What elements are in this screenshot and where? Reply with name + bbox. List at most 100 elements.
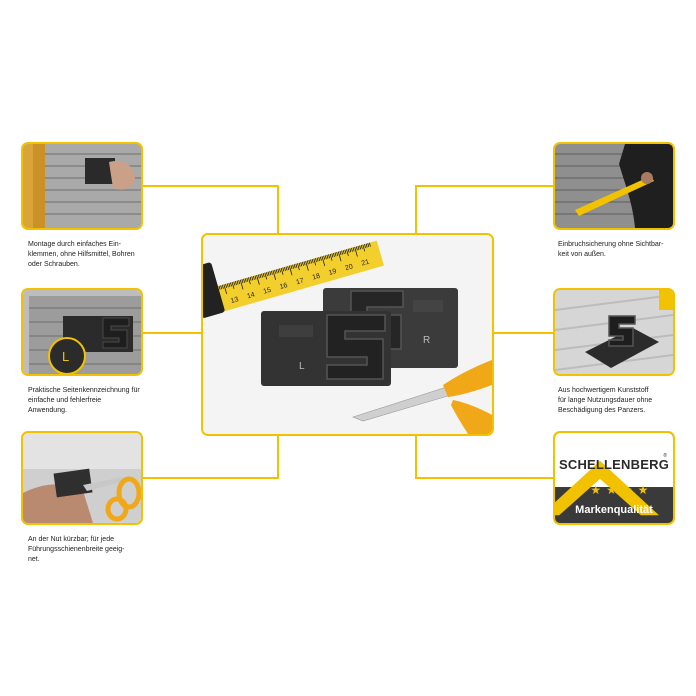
side-marking-photo-icon: L (23, 290, 141, 374)
tape-tick (316, 257, 319, 262)
tape-tick (288, 265, 293, 276)
tape-tick (226, 283, 229, 288)
tape-tick (231, 281, 235, 289)
tape-number: 13 (230, 296, 240, 305)
tape-tick (362, 244, 366, 252)
tape-tick (248, 277, 251, 285)
tape-tick (323, 255, 326, 260)
tape-tick (308, 259, 311, 264)
product-photo-icon: 12131415161718192021 R L (203, 235, 492, 434)
tape-tick (243, 278, 246, 283)
tape-tick (306, 260, 309, 265)
quality-label: Markenqualität (575, 504, 653, 516)
tape-tick (228, 282, 231, 287)
tape-tick (269, 271, 272, 276)
tape-number: 20 (344, 263, 354, 272)
registered-mark: ® (663, 453, 667, 459)
tape-tick (267, 271, 270, 276)
tape-tick (274, 269, 277, 274)
tape-tick (319, 256, 322, 261)
feature-tile-kuerzbar (21, 431, 143, 525)
tape-tick (238, 280, 241, 285)
caption-seitenkennzeichnung: Praktische Seitenkennzeichnung für einfa… (28, 387, 140, 414)
tape-tick (270, 270, 273, 275)
tape-tick (244, 278, 247, 283)
marking-left: L (299, 361, 305, 372)
tape-tick (354, 246, 358, 257)
tape-tick (251, 276, 254, 281)
tape-tick (230, 282, 232, 287)
tape-number: 19 (328, 268, 338, 277)
tape-tick (298, 262, 301, 267)
tape-tick (360, 244, 363, 250)
tape-tick (256, 274, 260, 285)
tape-tick (333, 252, 335, 257)
tape-number: 21 (361, 259, 371, 268)
tape-tick (357, 245, 360, 250)
tape-tick (279, 268, 281, 273)
tape-tick (287, 266, 290, 271)
tape-tick (221, 284, 224, 289)
tape-tick (239, 279, 244, 290)
caption-kuerzbar: An der Nut kürzbar; für jede Führungssch… (28, 536, 125, 563)
hand-mounting-photo-icon (23, 144, 141, 228)
tape-tick (324, 255, 327, 260)
tape-tick (241, 279, 244, 284)
tape-tick (300, 262, 303, 267)
brand-tile: SCHELLENBERG ® ★★★★★ Markenqualität (553, 431, 675, 525)
tape-tick (218, 285, 221, 290)
tape-tick (262, 273, 265, 278)
plastic-part-photo-icon (555, 290, 673, 374)
tape-tick (364, 243, 366, 249)
tape-tick (326, 254, 329, 259)
tape-tick (266, 272, 268, 277)
tape-tick (272, 270, 277, 281)
caption-kunststoff: Aus hochwertigem Kunststoff für lange Nu… (558, 387, 653, 414)
tape-tick (236, 280, 239, 285)
tape-tick (342, 250, 345, 255)
feature-tile-einbruchsicherung (553, 142, 675, 230)
tape-tick (318, 257, 321, 262)
tape-tick (365, 243, 368, 248)
connector-montage (143, 185, 279, 233)
tape-tick (261, 273, 263, 278)
scissors-cutting-photo-icon (23, 433, 141, 523)
tape-tick (280, 267, 284, 275)
tape-tick (285, 266, 288, 271)
tape-tick (249, 276, 252, 281)
tape-tick (313, 258, 317, 266)
tape-tick (254, 275, 257, 280)
tape-tick (329, 253, 333, 261)
caption-einbruchsicherung: Einbruchsicherung ohne Sichtbar- keit vo… (558, 241, 664, 258)
tape-tick (337, 251, 342, 262)
tape-tick (341, 250, 344, 255)
feature-tile-seitenkennzeichnung: L (21, 288, 143, 376)
tape-number: 18 (312, 273, 322, 282)
tape-number: 16 (279, 282, 289, 291)
tape-tick (303, 261, 306, 266)
tape-tick (295, 263, 298, 268)
tape-tick (328, 254, 330, 259)
connector-einbruch (415, 185, 553, 233)
tape-tick (259, 273, 262, 279)
roof-logo-icon (555, 460, 659, 516)
tape-tick (233, 281, 236, 286)
tape-tick (336, 251, 339, 257)
tape-number: 15 (263, 287, 273, 296)
tape-tick (350, 247, 353, 252)
tape-tick (347, 248, 350, 253)
tape-tick (277, 268, 280, 273)
tape-tick (275, 269, 278, 274)
tape-tick (292, 264, 295, 269)
caption-montage: Montage durch einfaches Ein- klemmen, oh… (28, 241, 135, 268)
tape-tick (283, 266, 286, 272)
tape-tick (368, 242, 371, 247)
tape-tick (331, 253, 334, 258)
marking-right: R (423, 335, 430, 346)
tape-tick (301, 261, 304, 266)
tape-tick (321, 256, 326, 267)
rating-stars: ★★★★★ (574, 483, 654, 497)
tape-tick (355, 246, 358, 251)
tape-tick (234, 281, 237, 286)
